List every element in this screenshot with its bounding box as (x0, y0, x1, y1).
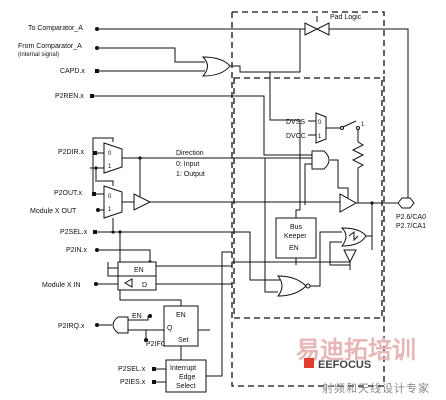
svg-text:Set: Set (178, 337, 189, 344)
inner-pad-boundary (233, 77, 383, 319)
pin-pad (397, 197, 415, 209)
resistor-switch (342, 120, 357, 128)
mux-output (103, 185, 123, 219)
svg-text:0: 0 (318, 120, 322, 126)
and-gate-direction (311, 150, 330, 170)
label-from-comparator: From Comparator_A (18, 43, 82, 50)
pin-p2ren (90, 94, 94, 98)
output-buffer-left (133, 193, 152, 211)
tristate-driver (339, 193, 358, 213)
svg-text:EN: EN (134, 267, 144, 274)
pin-p2ie (148, 314, 152, 318)
svg-text:EN: EN (289, 245, 299, 252)
transmission-gate (304, 22, 330, 36)
pin-p2sel (93, 230, 97, 234)
label-module-out: Module X OUT (30, 208, 77, 215)
pin-p2ifg (144, 338, 148, 342)
pin-label-p26: P2.6/CA0 (396, 214, 426, 221)
pin-p2out (92, 192, 96, 196)
svg-text:Bus: Bus (290, 224, 303, 231)
pin-label-p27: P2.7/CA1 (396, 223, 426, 230)
label-p2sel: P2SEL.x (60, 229, 88, 236)
watermark-chinese-top: 易迪拓培训 (296, 336, 416, 364)
pin-module-in (94, 282, 98, 286)
mux-direction (103, 142, 123, 174)
bus-keeper (275, 217, 317, 259)
watermark: 易迪拓培训 EEFOCUS 射频和天线设计专家 (296, 336, 430, 395)
svg-text:Q: Q (167, 325, 173, 332)
svg-text:D: D (142, 282, 147, 289)
pin-p2sel-bottom (152, 367, 156, 371)
label-p2irq: P2IRQ.x (58, 323, 85, 330)
svg-text:1: 1 (108, 164, 112, 170)
pin-p2irq (95, 323, 99, 327)
pin-to-comparator (95, 27, 99, 31)
pin-p2dir (93, 151, 97, 155)
svg-text:1: 1 (108, 207, 112, 213)
label-capd: CAPD.x (60, 68, 85, 75)
svg-text:0: 0 (108, 151, 112, 157)
label-p2ren: P2REN.x (55, 93, 84, 100)
svg-text:Interrupt: Interrupt (170, 365, 196, 372)
pullup-resistor (351, 141, 365, 200)
pin-module-out (96, 208, 100, 212)
label-p2ifg: P2IFG.x (146, 341, 172, 348)
and-gate-irq (112, 316, 129, 334)
svg-text:Select: Select (176, 383, 196, 390)
svg-text:1: 1 (361, 122, 365, 128)
label-p2ie: EN (132, 313, 142, 320)
direction-input: 0: Input (176, 161, 199, 168)
label-p2sel-bottom: P2SEL.x (118, 366, 146, 373)
pin-p2ies (152, 380, 156, 384)
pin-p2in (95, 248, 99, 252)
input-buffer (343, 249, 357, 264)
direction-title: Direction (176, 150, 204, 157)
svg-text:1: 1 (318, 134, 322, 140)
watermark-chinese-bottom: 射频和天线设计专家 (322, 381, 430, 395)
or-gate-bottom (276, 275, 307, 297)
label-p2out: P2OUT.x (54, 190, 83, 197)
input-latch-buffer (123, 278, 133, 288)
label-to-comparator: To Comparator_A (28, 25, 83, 32)
label-p2in: P2IN.x (66, 247, 88, 254)
label-dvcc: DVCC (286, 133, 306, 140)
label-p2ies: P2IES.x (120, 379, 146, 386)
label-p2dir: P2DIR.x (58, 149, 85, 156)
label-dvss: DVSS (286, 119, 305, 126)
direction-output: 1: Output (176, 171, 205, 178)
svg-text:0: 0 (108, 194, 112, 200)
or-gate-top (201, 56, 231, 77)
pin-capd (95, 69, 99, 73)
svg-text:Edge: Edge (179, 374, 195, 381)
watermark-brand: EEFOCUS (318, 359, 371, 371)
pad-logic-title: Pad Logic (330, 14, 362, 21)
label-internal-signal: (internal signal) (18, 52, 59, 58)
svg-text:EN: EN (176, 312, 186, 319)
watermark-logo-mark (304, 358, 314, 368)
label-module-in: Module X IN (42, 282, 81, 289)
mux-supply (315, 112, 327, 144)
pin-from-comparator (95, 46, 99, 50)
ifg-latch (163, 305, 199, 347)
pad-logic-boundary (231, 11, 385, 387)
svg-text:Keeper: Keeper (284, 233, 307, 240)
